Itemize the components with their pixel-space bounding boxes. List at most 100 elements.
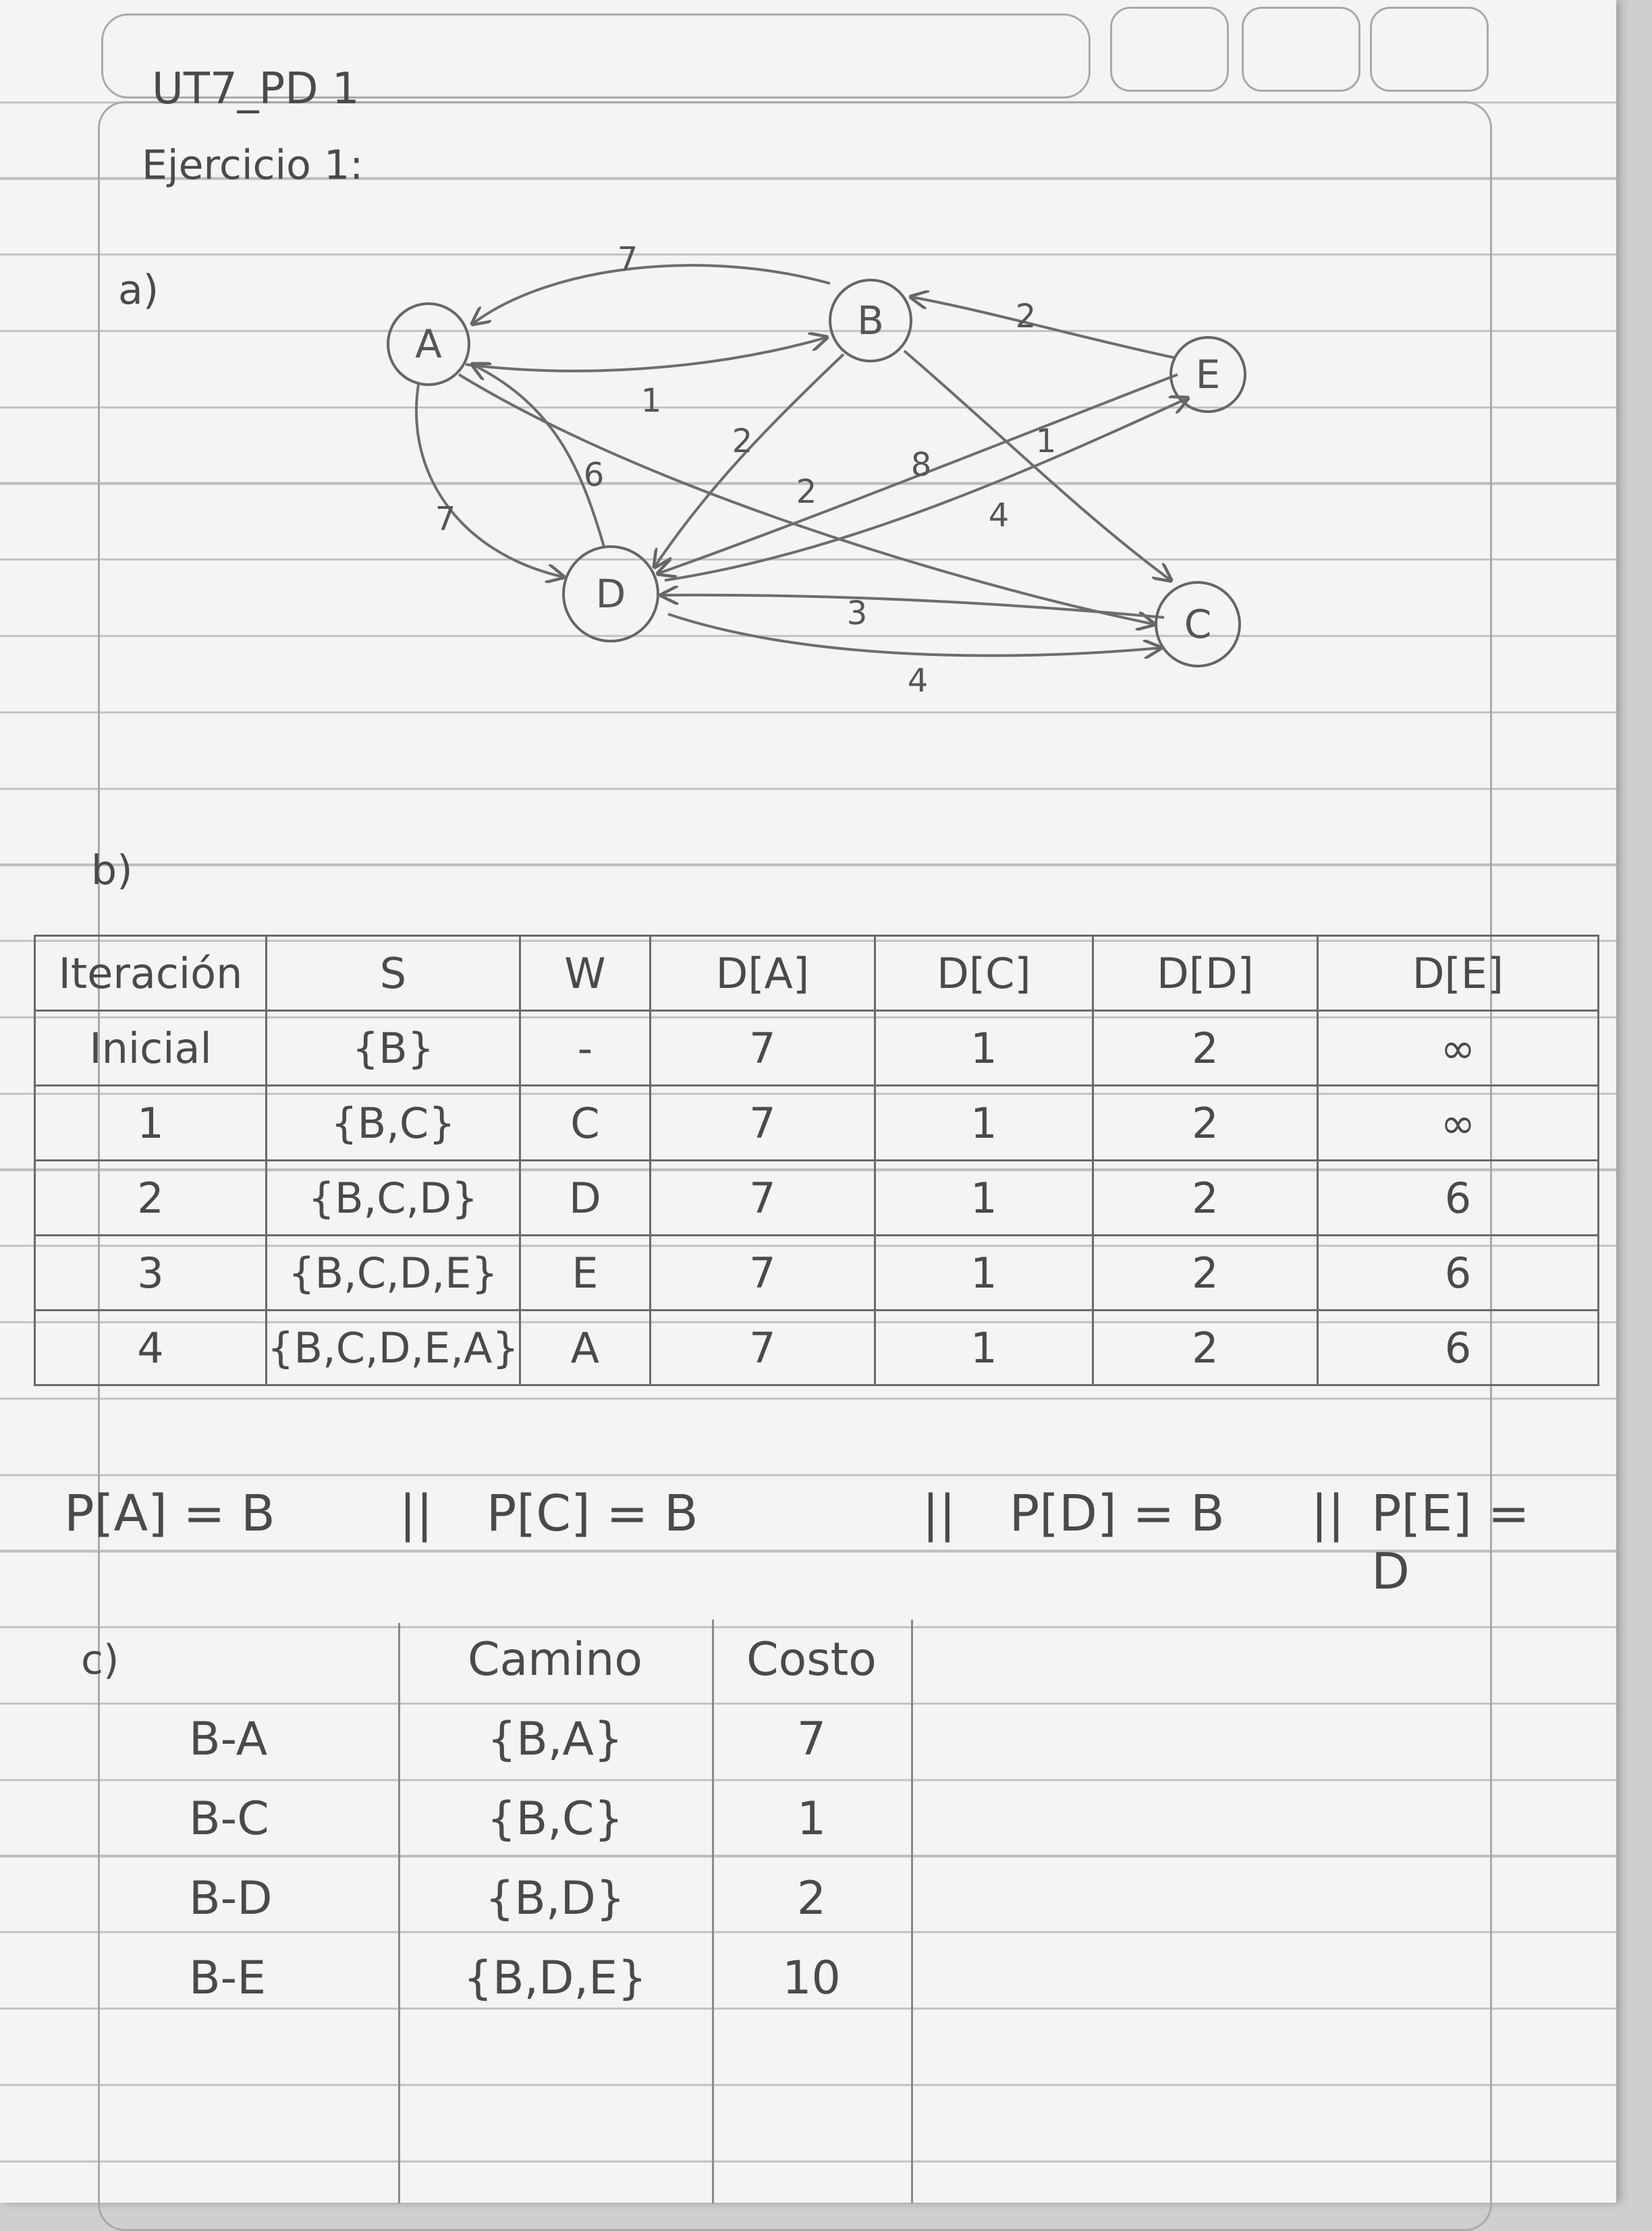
cell-pair: B-A [189,1712,268,1766]
directed-graph: A B E D C 7 2 1 2 6 7 2 8 1 4 3 4 [387,240,1246,700]
weight-B-C: 1 [1036,422,1057,460]
node-E [1169,336,1246,413]
pred-a: P[A] = B [64,1485,275,1543]
pred-sep: || [922,1485,956,1543]
edge-C-D [661,595,1165,619]
weight-D-A: 6 [584,456,605,494]
cell-iteracion: 2 [34,1159,267,1236]
cell-de: 6 [1316,1159,1600,1236]
table-row: 1 {B,C} C 7 1 2 ∞ [34,1084,1600,1161]
table-header-row: Iteración S W D[A] D[C] D[D] D[E] [34,935,1600,1012]
edge-E-B [911,297,1175,359]
header-s: S [265,935,521,1012]
node-B-label: B [857,298,884,343]
cell-s: {B} [265,1010,521,1086]
node-E-label: E [1196,352,1221,397]
cell-camino: {B,D} [485,1871,626,1925]
pred-sep: || [399,1485,433,1543]
cell-costo: 2 [796,1871,827,1925]
header-small-box [1110,7,1229,92]
weight-A-C: 2 [796,473,817,511]
predecessor-line: P[A] = B || P[C] = B || P[D] = B || P[E]… [64,1485,1582,1601]
cell-dd: 2 [1091,1084,1319,1161]
header-dd: D[D] [1091,935,1319,1012]
weight-A-D: 7 [435,500,456,538]
table-row: B-C {B,C} 1 [162,1779,911,1858]
node-B [829,279,912,362]
edge-A-D [414,384,563,577]
cell-dd: 2 [1091,1010,1319,1086]
edge-A-C [458,373,1154,624]
table-row: B-E {B,D,E} 10 [162,1938,911,2018]
edge-B-A [472,264,831,324]
cell-da: 7 [649,1159,876,1236]
part-a-label: a) [118,267,159,314]
page-title: UT7_PD 1 [152,64,360,114]
pred-sep: || [1311,1485,1345,1543]
cell-dd: 2 [1091,1309,1319,1386]
node-A [387,302,470,386]
table-row: B-A {B,A} 7 [162,1699,911,1779]
edge-B-D [655,353,845,567]
cell-w: A [518,1309,651,1386]
pred-e: P[E] = D [1371,1485,1530,1601]
header-de: D[E] [1316,935,1600,1012]
table-row: 4 {B,C,D,E,A} A 7 1 2 6 [34,1309,1600,1386]
cell-s: {B,C} [265,1084,521,1161]
weight-D-E: 4 [989,497,1010,534]
cell-w: - [518,1010,651,1086]
header-small-box [1370,7,1489,92]
cell-camino: {B,C} [487,1792,624,1846]
cell-iteracion: Inicial [34,1010,267,1086]
cell-da: 7 [649,1010,876,1086]
cell-w: E [518,1234,651,1311]
cell-s: {B,C,D,E,A} [265,1309,521,1386]
header-small-box [1242,7,1360,92]
cell-camino: {B,D,E} [463,1951,647,2005]
node-D [562,545,659,642]
header-camino: Camino [468,1632,642,1686]
cell-de: ∞ [1316,1010,1600,1086]
dijkstra-iteration-table: Iteración S W D[A] D[C] D[D] D[E] Inicia… [34,935,1600,1386]
cell-de: 6 [1316,1309,1600,1386]
cell-costo: 7 [796,1712,827,1766]
table-header-row: Camino Costo [162,1620,911,1699]
weight-B-A: 7 [617,240,638,278]
edge-E-D [658,373,1178,574]
cell-da: 7 [649,1309,876,1386]
cell-w: C [518,1084,651,1161]
header-w: W [518,935,651,1012]
cell-iteracion: 1 [34,1084,267,1161]
cell-de: 6 [1316,1234,1600,1311]
cell-dc: 1 [873,1309,1094,1386]
header-da: D[A] [649,935,876,1012]
header-pair [162,1620,398,1699]
cell-da: 7 [649,1234,876,1311]
node-A-label: A [415,321,442,367]
cell-costo: 10 [782,1951,841,2005]
pred-d: P[D] = B [1009,1485,1225,1543]
weight-B-D: 2 [732,422,753,460]
edge-B-C [903,350,1171,580]
cell-de: ∞ [1316,1084,1600,1161]
cell-da: 7 [649,1084,876,1161]
cell-dc: 1 [873,1159,1094,1236]
cell-w: D [518,1159,651,1236]
header-box [101,13,1091,99]
cell-s: {B,C,D} [265,1159,521,1236]
cell-pair: B-D [189,1871,273,1925]
paths-table-divider [911,1620,913,2203]
table-row: 3 {B,C,D,E} E 7 1 2 6 [34,1234,1600,1311]
part-b-label: b) [91,847,133,894]
paths-table-divider [712,1620,714,2203]
edge-A-B [465,337,827,373]
edge-D-E [664,398,1188,582]
node-C [1155,581,1241,667]
part-c-label: c) [81,1636,119,1684]
header-iteracion: Iteración [34,935,267,1012]
table-row: Inicial {B} - 7 1 2 ∞ [34,1010,1600,1086]
cell-camino: {B,A} [487,1712,624,1766]
cell-dc: 1 [873,1234,1094,1311]
cell-dc: 1 [873,1084,1094,1161]
cell-s: {B,C,D,E} [265,1234,521,1311]
